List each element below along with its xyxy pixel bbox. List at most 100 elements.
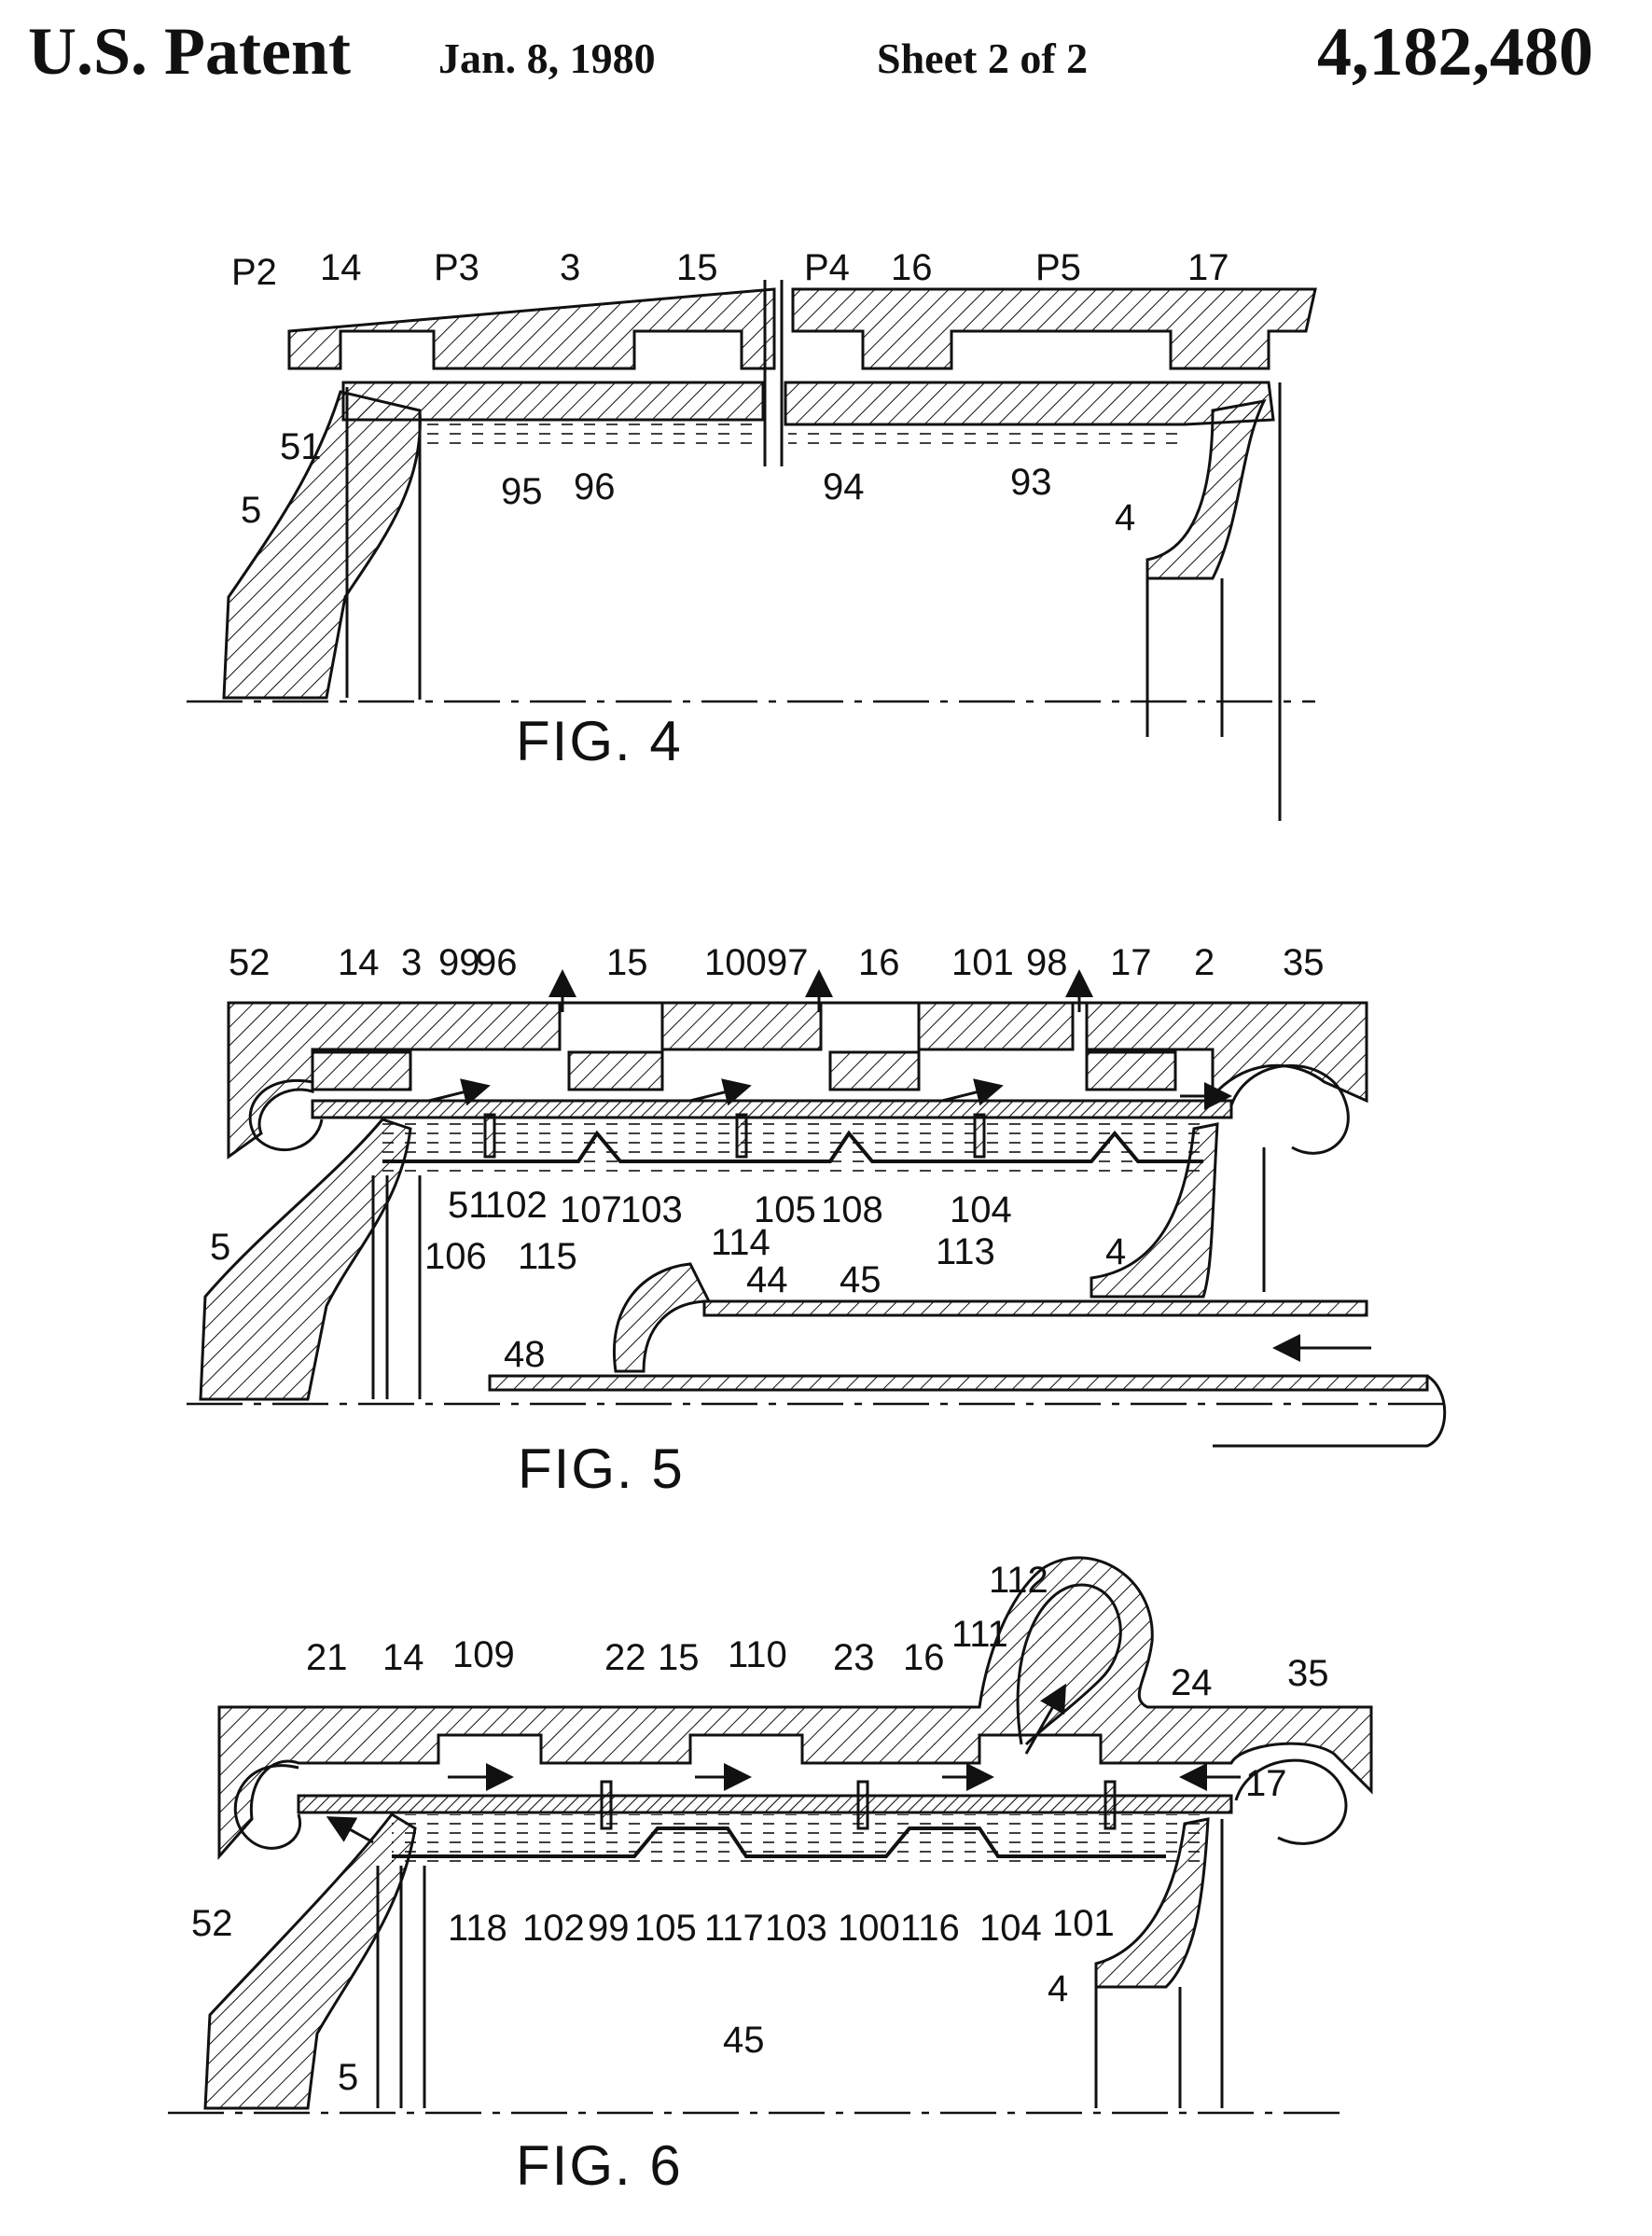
label-95: 95 (501, 471, 543, 512)
fig4-housing-left (287, 287, 776, 370)
label-99: 99 (438, 942, 480, 983)
label-101: 101 (951, 942, 1014, 983)
figure-6: 112 21 14 109 22 15 110 23 16 111 24 35 … (168, 1556, 1373, 2197)
label-117: 117 (704, 1908, 764, 1949)
fig5-volute-52 (248, 1079, 324, 1152)
label-3: 3 (560, 247, 580, 288)
label-103: 103 (620, 1189, 683, 1230)
label-4: 4 (1105, 1231, 1126, 1272)
label-52: 52 (191, 1903, 233, 1944)
figure-4-caption: FIG. 4 (516, 710, 683, 772)
fig4-wheel-4 (1145, 398, 1267, 580)
label-16: 16 (891, 247, 933, 288)
label-51: 51 (280, 426, 322, 467)
label-15: 15 (676, 247, 718, 288)
fig5-seal-15 (567, 1050, 664, 1091)
label-102: 102 (485, 1185, 548, 1226)
fig5-sleeve-3 (311, 1099, 1233, 1119)
label-14: 14 (320, 247, 362, 288)
label-35: 35 (1287, 1653, 1329, 1694)
fig6-volute-35 (1234, 1758, 1348, 1845)
label-p3: P3 (434, 247, 479, 288)
label-107: 107 (560, 1189, 622, 1230)
label-111: 111 (951, 1614, 1008, 1655)
label-45: 45 (723, 2020, 765, 2061)
sheet-number: Sheet 2 of 2 (877, 35, 1089, 82)
fig6-plenum-112 (1016, 1583, 1122, 1746)
label-116: 116 (900, 1908, 960, 1949)
label-17: 17 (1245, 1763, 1287, 1804)
fig5-wheel-5 (199, 1118, 412, 1401)
fig5-tube-inlet (613, 1262, 712, 1373)
label-44: 44 (746, 1259, 788, 1300)
label-p2: P2 (231, 252, 277, 293)
label-14: 14 (382, 1637, 424, 1678)
fig5-nozzle-101 (973, 1113, 986, 1159)
label-113: 113 (936, 1231, 995, 1272)
fig5-seal-14 (311, 1050, 412, 1091)
label-52: 52 (229, 942, 271, 983)
fig6-nozzle-100 (856, 1780, 869, 1830)
fig5-nozzle-99 (483, 1113, 496, 1159)
label-5: 5 (241, 490, 261, 531)
fig4-fluid-layer (788, 427, 1180, 451)
label-15: 15 (658, 1637, 700, 1678)
fig6-inner-shell (392, 1826, 1166, 1858)
label-114: 114 (711, 1222, 770, 1263)
fig5-inner-shell (382, 1130, 1203, 1163)
label-5: 5 (210, 1227, 230, 1268)
label-p5: P5 (1035, 247, 1081, 288)
label-4: 4 (1115, 497, 1135, 538)
figure-5-caption: FIG. 5 (518, 1437, 685, 1500)
fig4-fluid-layer (420, 422, 760, 450)
fig5-flow-arrow (941, 1078, 1004, 1106)
label-45: 45 (840, 1259, 882, 1300)
label-100: 100 (704, 942, 767, 983)
label-104: 104 (950, 1189, 1012, 1230)
label-5: 5 (338, 2057, 358, 2098)
fig5-volute-35 (1229, 1064, 1350, 1155)
label-110: 110 (728, 1634, 787, 1675)
fig5-tube-end (1213, 1374, 1447, 1448)
fig6-wheel-5 (203, 1812, 417, 2110)
fig5-seal-17 (1085, 1050, 1177, 1091)
page-header: U.S. Patent Jan. 8, 1980 Sheet 2 of 2 4,… (0, 0, 1652, 121)
figure-5: 52 14 3 99 96 15 100 97 16 101 98 17 2 3… (187, 942, 1455, 1500)
patent-label: U.S. Patent (28, 14, 351, 89)
label-118: 118 (448, 1908, 507, 1949)
label-102: 102 (522, 1908, 585, 1949)
label-105: 105 (754, 1189, 816, 1230)
label-15: 15 (606, 942, 648, 983)
fig5-fluid-chamber (382, 1119, 1203, 1175)
fig6-volute-52 (233, 1764, 302, 1850)
label-100: 100 (838, 1908, 900, 1949)
label-48: 48 (504, 1334, 546, 1375)
label-2: 2 (1194, 942, 1215, 983)
figure-6-caption: FIG. 6 (516, 2134, 683, 2197)
fig6-sleeve (297, 1794, 1233, 1814)
fig4-housing-right (791, 287, 1317, 370)
label-112: 112 (989, 1560, 1048, 1601)
label-p4: P4 (804, 247, 850, 288)
fig5-tube-48 (488, 1374, 1429, 1392)
label-99: 99 (588, 1908, 630, 1949)
label-23: 23 (833, 1637, 875, 1678)
fig6-flow-arrow (1024, 1683, 1066, 1755)
label-16: 16 (858, 942, 900, 983)
label-35: 35 (1283, 942, 1325, 983)
label-103: 103 (765, 1908, 827, 1949)
fig5-seal-16 (828, 1050, 921, 1091)
label-3: 3 (401, 942, 422, 983)
patent-date: Jan. 8, 1980 (438, 35, 656, 82)
label-4: 4 (1048, 1968, 1068, 2009)
label-24: 24 (1171, 1662, 1213, 1703)
fig5-flow-arrow (689, 1078, 752, 1106)
label-16: 16 (903, 1637, 945, 1678)
label-109: 109 (452, 1634, 515, 1675)
label-108: 108 (821, 1189, 883, 1230)
fig5-tube-44 (702, 1299, 1368, 1317)
label-97: 97 (767, 942, 809, 983)
fig5-flow-arrow (428, 1078, 491, 1106)
label-17: 17 (1187, 247, 1229, 288)
